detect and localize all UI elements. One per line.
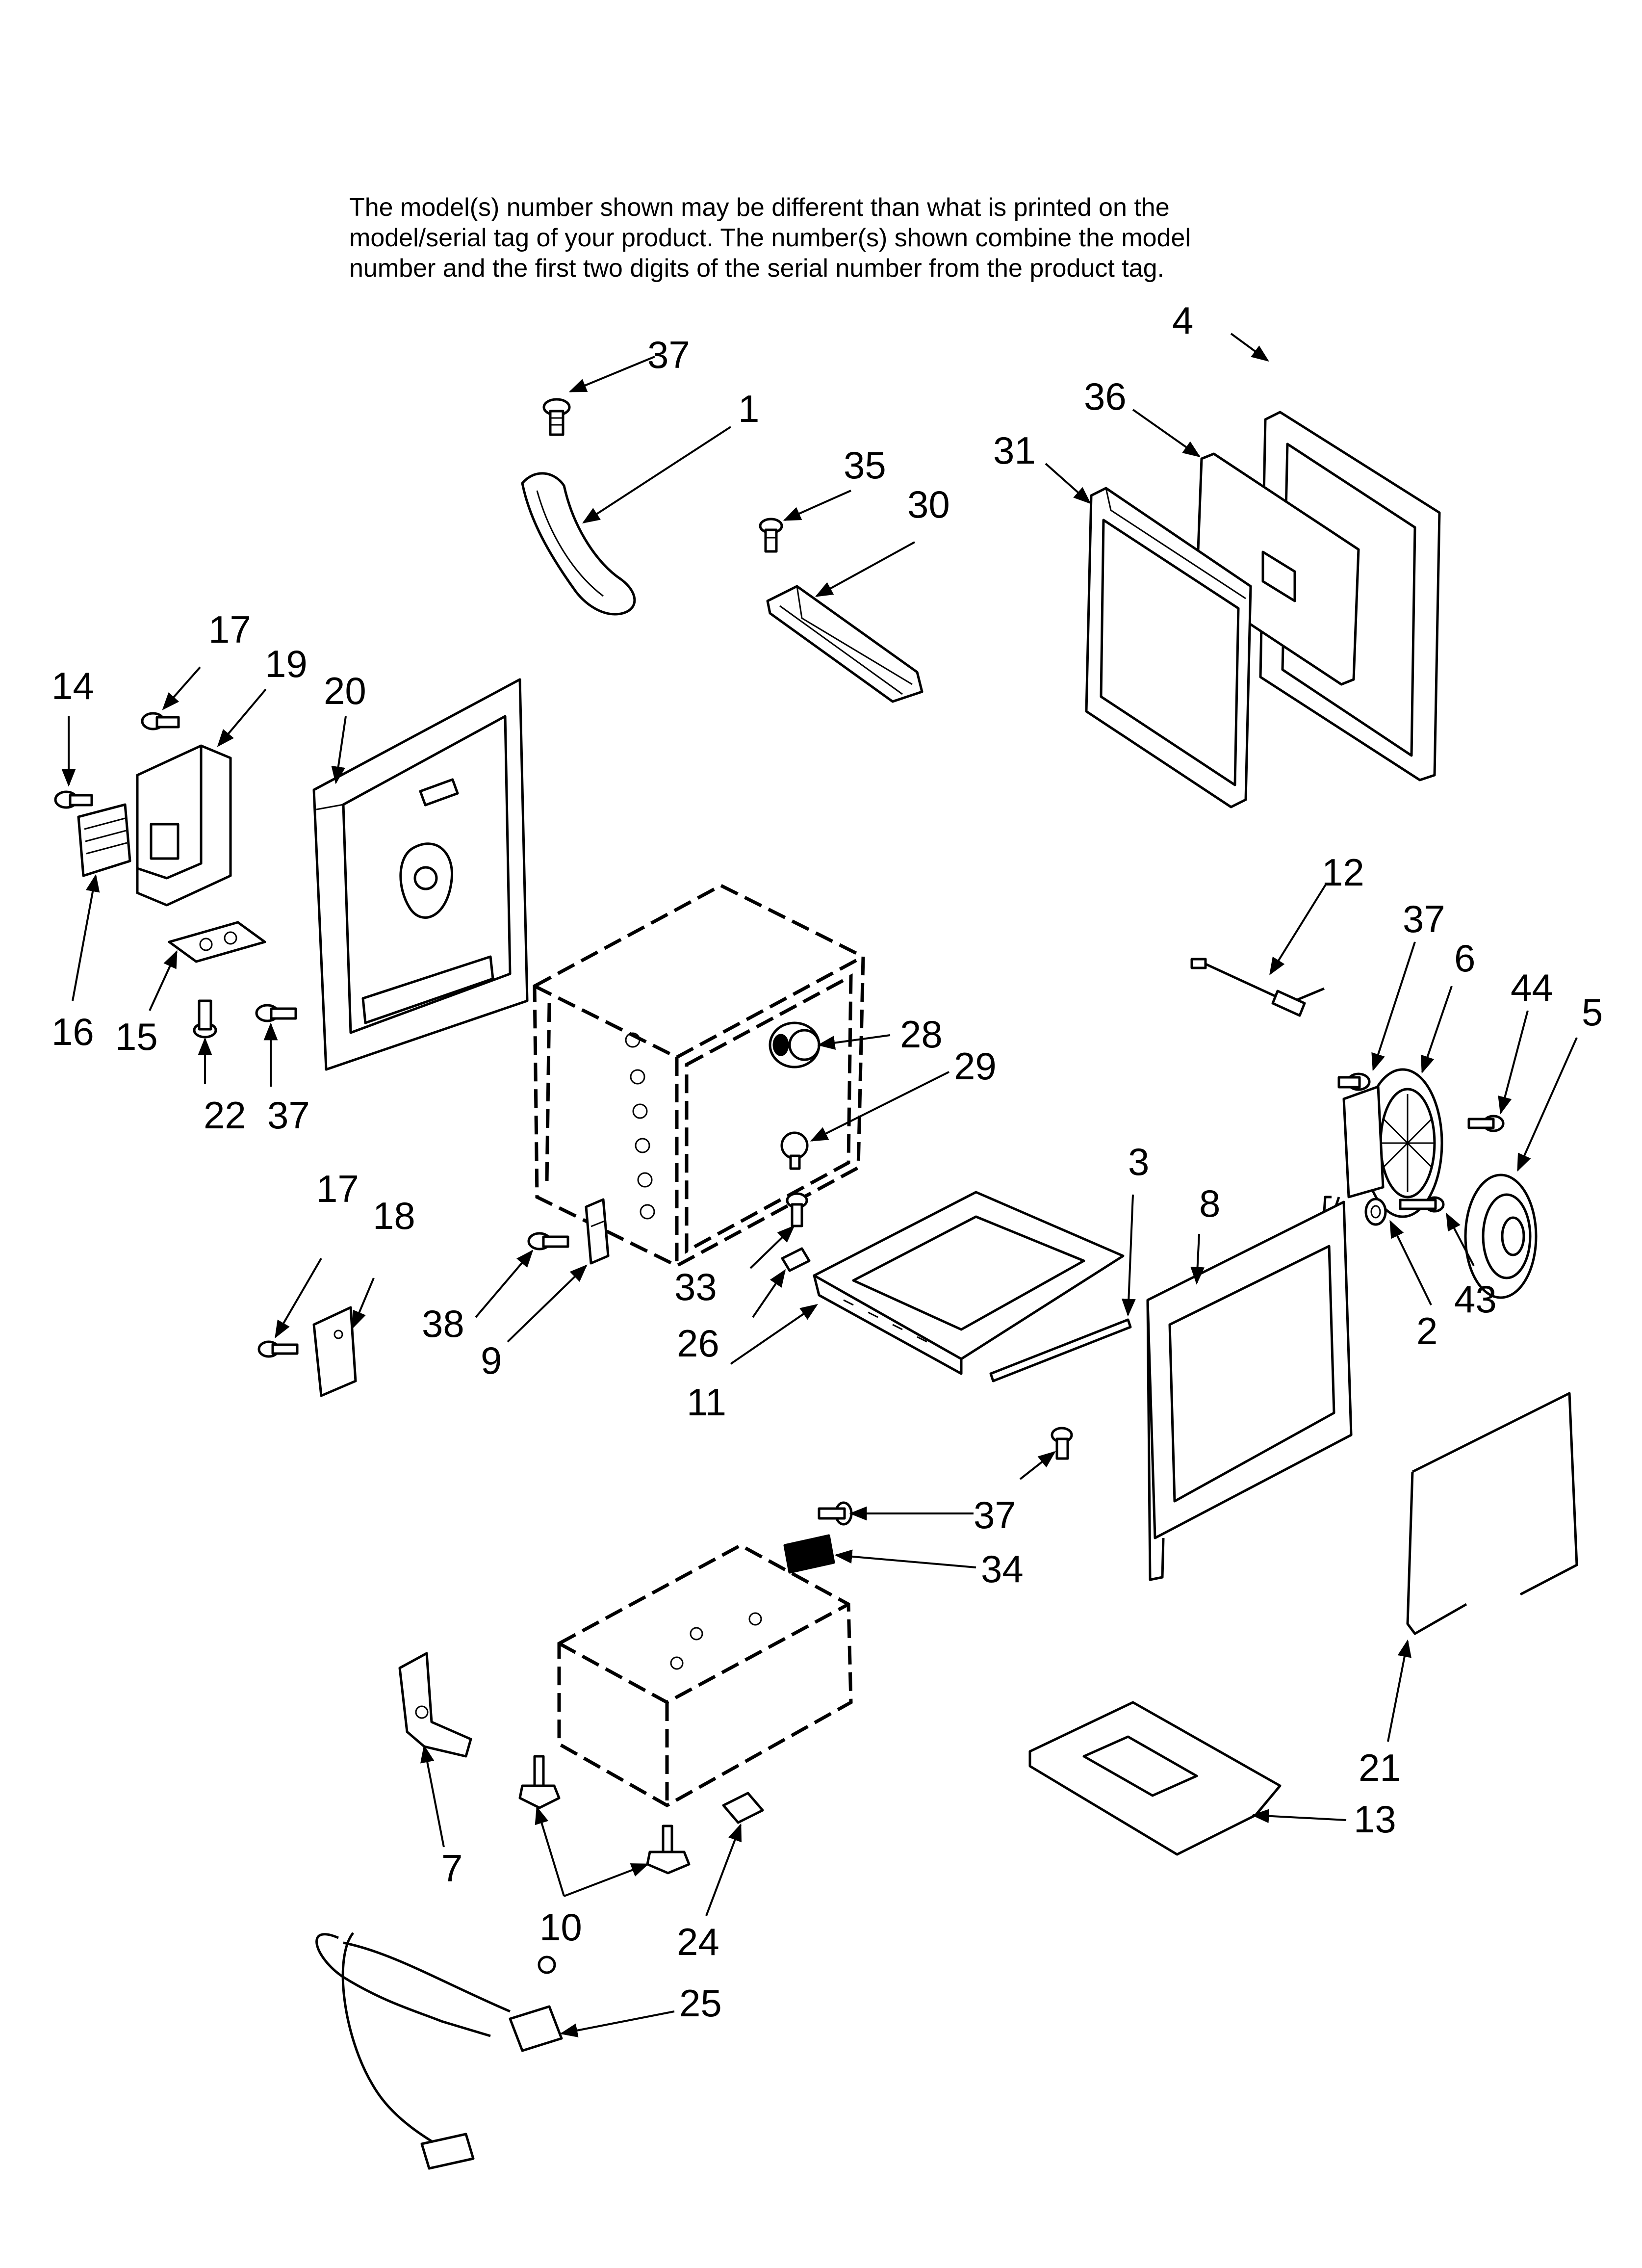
screw-37-mid [1051,1427,1073,1460]
rear-panel-20 [312,678,529,1071]
clip-24 [722,1792,764,1824]
rail-3 [989,1318,1132,1382]
callout-17: 17 [208,608,251,651]
callout-37: 37 [974,1493,1016,1537]
lamp-housing-28 [769,1021,821,1069]
power-cord-25 [315,1932,563,2170]
callout-37: 37 [647,333,690,376]
callout-8: 8 [1199,1182,1220,1225]
clip-26 [781,1247,811,1272]
screw-33 [786,1192,808,1227]
callout-21: 21 [1359,1746,1401,1789]
callout-9: 9 [481,1339,502,1382]
bracket-1 [521,472,636,616]
callout-10: 10 [539,1905,582,1949]
vent-duct-30 [766,585,924,703]
callout-19: 19 [265,642,308,685]
screw-17-lower [257,1340,299,1358]
callout-28: 28 [900,1013,943,1056]
callout-29: 29 [954,1044,997,1088]
callout-7: 7 [441,1847,462,1890]
door-frame-8 [1146,1196,1353,1581]
callout-6: 6 [1454,937,1475,980]
screw-37-lower [818,1501,853,1526]
inner-door-frame-31 [1085,487,1252,808]
callout-38: 38 [422,1302,464,1345]
screw-14 [54,790,93,809]
callout-31: 31 [993,429,1036,472]
screw-17-upper [141,712,180,730]
callout-13: 13 [1354,1798,1396,1841]
callout-44: 44 [1511,966,1553,1009]
terminal-block-16 [77,803,131,877]
callout-16: 16 [51,1010,94,1053]
bracket-18 [312,1306,357,1397]
callout-37: 37 [1403,897,1445,940]
callout-22: 22 [204,1094,246,1137]
screw-37-right [1337,1072,1371,1091]
leveling-leg-10a [518,1755,561,1809]
screw-37-left [255,1004,297,1022]
spacer-2 [1364,1198,1387,1226]
callout-34: 34 [981,1547,1024,1590]
callout-35: 35 [844,443,886,487]
callout-33: 33 [674,1265,717,1308]
callout-30: 30 [907,483,950,526]
tray-11 [813,1191,1125,1375]
screw-43 [1399,1196,1445,1213]
callout-2: 2 [1416,1309,1437,1353]
callout-5: 5 [1582,991,1603,1034]
oven-cavity [533,884,865,1268]
lower-cavity [557,1543,853,1808]
callout-18: 18 [373,1194,415,1237]
callout-24: 24 [677,1920,719,1963]
callout-3: 3 [1128,1140,1149,1183]
bottom-panel-13 [1028,1701,1282,1856]
leveling-leg-10b [646,1825,691,1875]
callout-15: 15 [115,1015,158,1058]
sensor-12 [1190,958,1325,1017]
callout-36: 36 [1084,375,1127,418]
model-number-notice: The model(s) number shown may be differe… [349,192,1428,284]
callout-4: 4 [1172,299,1193,342]
callout-1: 1 [738,387,759,430]
callout-20: 20 [324,669,366,712]
door-gasket-21 [1406,1392,1578,1635]
bracket-9 [585,1198,610,1265]
callout-43: 43 [1454,1277,1497,1321]
callout-37: 37 [267,1094,310,1137]
callout-14: 14 [51,664,94,707]
callout-25: 25 [679,1981,722,2025]
plate-34 [783,1534,835,1574]
callout-26: 26 [677,1322,719,1365]
notice-line-3: number and the first two digits of the s… [349,254,1164,283]
screw-44 [1467,1115,1505,1132]
screw-22 [193,999,217,1039]
screw-35 [759,518,783,553]
callout-labels: 37 1 35 30 4 36 31 17 19 14 20 16 15 22 … [51,299,1603,2025]
bracket-7 [398,1652,472,1758]
bulb-29 [780,1131,809,1170]
terminal-box-19 [136,744,232,907]
notice-line-2: model/serial tag of your product. The nu… [349,224,1191,252]
callout-11: 11 [687,1381,726,1424]
fan-motor-6 [1323,1068,1443,1256]
screw-37-top [542,398,571,436]
fan-cover-5 [1464,1173,1538,1299]
screw-38 [527,1232,569,1251]
leader-lines [61,333,1578,2037]
callout-17: 17 [316,1167,359,1210]
callout-12: 12 [1322,851,1364,894]
plate-15 [168,921,266,963]
notice-line-1: The model(s) number shown may be differe… [349,193,1170,222]
